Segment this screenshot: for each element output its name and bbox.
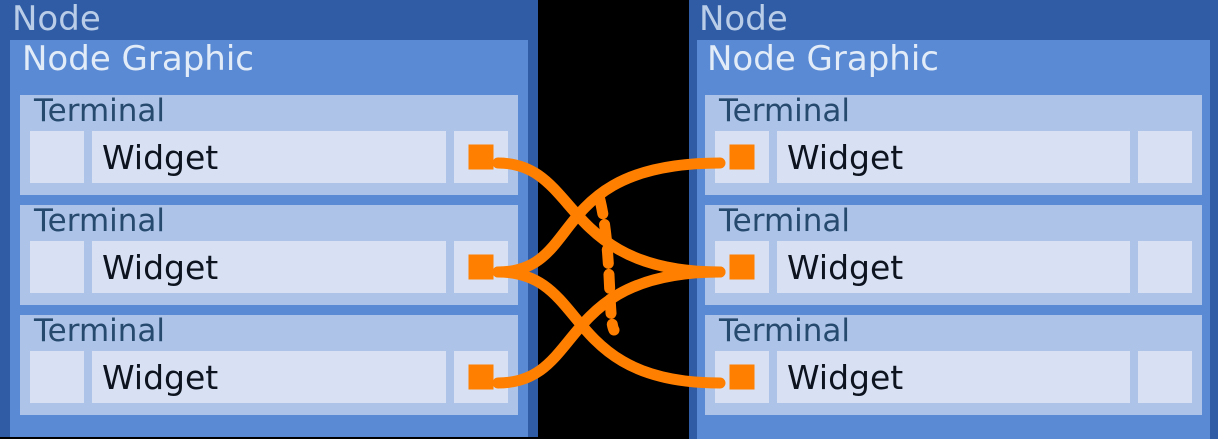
socket-slot[interactable]	[715, 131, 769, 183]
node-graphic[interactable]: Node Graphic Terminal Widget Terminal	[10, 40, 528, 437]
terminal-block[interactable]: Terminal Widget	[20, 205, 518, 305]
node-right[interactable]: Node Node Graphic Terminal Widget Ter	[689, 0, 1218, 439]
socket-slot[interactable]	[454, 351, 508, 403]
node-left[interactable]: Node Node Graphic Terminal Widget Ter	[0, 0, 538, 437]
node-title: Node	[699, 0, 788, 39]
widget-box[interactable]: Widget	[92, 131, 446, 183]
widget-row: Widget	[715, 131, 1192, 183]
terminal-block[interactable]: Terminal Widget	[705, 315, 1202, 415]
socket-square-icon[interactable]	[468, 144, 494, 170]
socket-slot[interactable]	[454, 241, 508, 293]
socket-square-icon[interactable]	[468, 254, 494, 280]
socket-square-icon[interactable]	[729, 144, 755, 170]
widget-row: Widget	[715, 241, 1192, 293]
socket-slot[interactable]	[454, 131, 508, 183]
widget-box[interactable]: Widget	[92, 241, 446, 293]
widget-slot-empty	[30, 241, 84, 293]
widget-slot-empty	[1138, 351, 1192, 403]
widget-slot-empty	[30, 351, 84, 403]
socket-square-icon[interactable]	[729, 364, 755, 390]
terminal-title: Terminal	[34, 203, 166, 239]
node-title: Node	[12, 0, 101, 39]
widget-label: Widget	[102, 247, 219, 287]
widget-slot-empty	[30, 131, 84, 183]
socket-slot[interactable]	[715, 351, 769, 403]
widget-label: Widget	[787, 357, 904, 397]
terminal-block[interactable]: Terminal Widget	[20, 95, 518, 195]
terminal-block[interactable]: Terminal Widget	[20, 315, 518, 415]
widget-label: Widget	[102, 357, 219, 397]
terminal-title: Terminal	[719, 93, 851, 129]
widget-slot-empty	[1138, 241, 1192, 293]
widget-row: Widget	[30, 131, 508, 183]
socket-slot[interactable]	[715, 241, 769, 293]
socket-square-icon[interactable]	[729, 254, 755, 280]
widget-row: Widget	[30, 241, 508, 293]
widget-box[interactable]: Widget	[777, 351, 1130, 403]
terminal-block[interactable]: Terminal Widget	[705, 205, 1202, 305]
node-graphic-title: Node Graphic	[22, 39, 254, 79]
node-graphic[interactable]: Node Graphic Terminal Widget Terminal	[697, 40, 1210, 439]
widget-box[interactable]: Widget	[92, 351, 446, 403]
widget-label: Widget	[102, 137, 219, 177]
widget-box[interactable]: Widget	[777, 131, 1130, 183]
terminal-title: Terminal	[719, 313, 851, 349]
widget-label: Widget	[787, 247, 904, 287]
widget-row: Widget	[715, 351, 1192, 403]
terminal-title: Terminal	[719, 203, 851, 239]
terminal-title: Terminal	[34, 313, 166, 349]
terminal-block[interactable]: Terminal Widget	[705, 95, 1202, 195]
widget-slot-empty	[1138, 131, 1192, 183]
connection-curve-dashed[interactable]	[594, 194, 620, 336]
socket-square-icon[interactable]	[468, 364, 494, 390]
terminal-title: Terminal	[34, 93, 166, 129]
widget-row: Widget	[30, 351, 508, 403]
node-graphic-title: Node Graphic	[707, 39, 939, 79]
widget-label: Widget	[787, 137, 904, 177]
widget-box[interactable]: Widget	[777, 241, 1130, 293]
